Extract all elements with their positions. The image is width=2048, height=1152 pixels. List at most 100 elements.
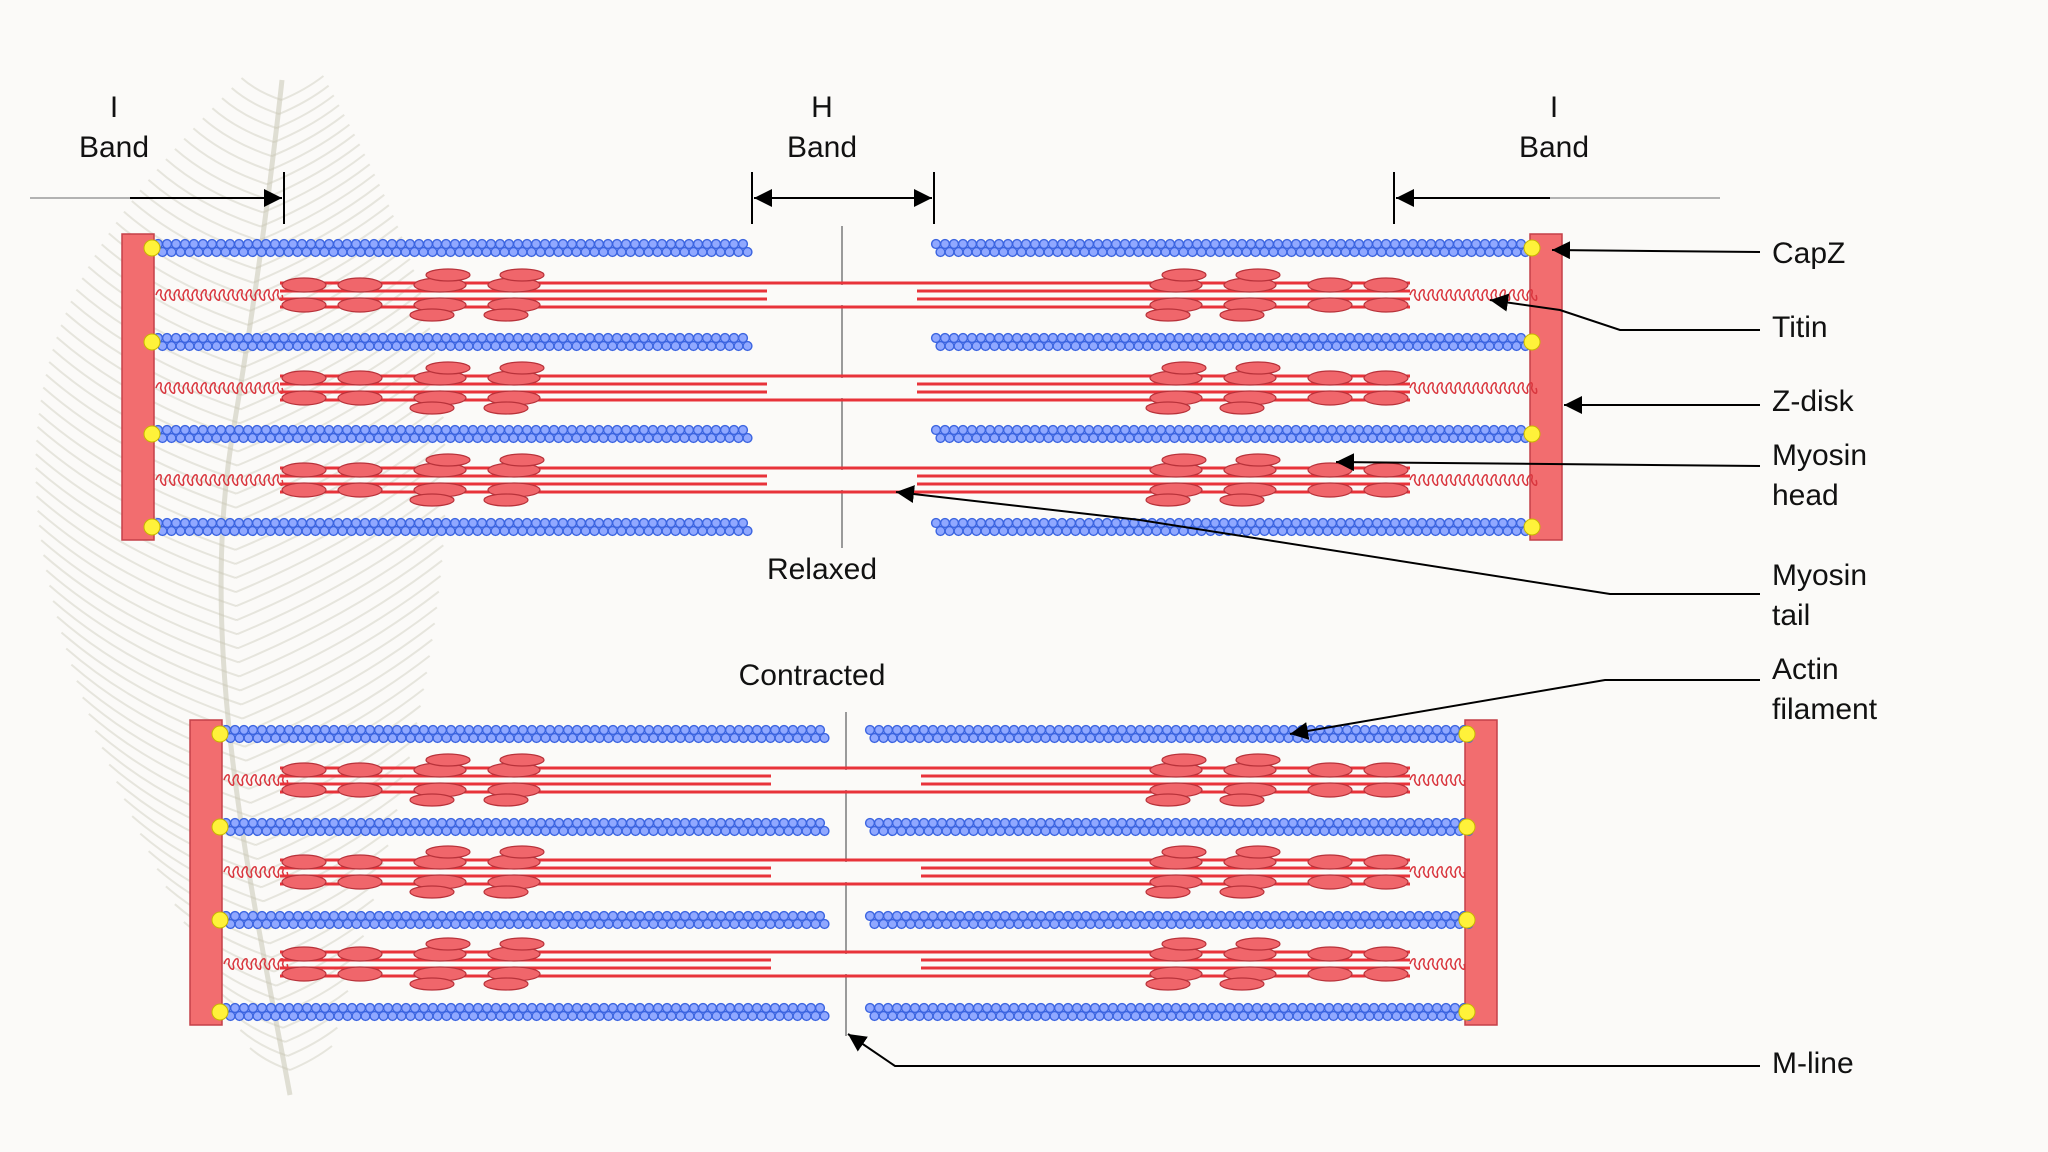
myosin-head <box>425 753 471 767</box>
m-line-leader <box>847 1033 1760 1067</box>
thick-filament <box>223 753 1466 807</box>
thick-filament <box>223 845 1466 899</box>
capz <box>211 1003 229 1021</box>
myosin-head <box>499 453 545 467</box>
titin <box>1409 958 1466 970</box>
titin <box>155 474 284 486</box>
actin-filament <box>864 910 1474 930</box>
actin-filament <box>152 332 753 352</box>
sarcomere-contracted <box>189 712 1498 1036</box>
myosin-head <box>1161 268 1207 282</box>
capz <box>1523 333 1541 351</box>
capz <box>1523 425 1541 443</box>
capz <box>1458 911 1476 929</box>
myosin-head <box>1307 854 1353 870</box>
myosin-head <box>499 937 545 951</box>
capz <box>143 333 161 351</box>
myosin-head <box>337 762 383 778</box>
titin <box>223 958 289 970</box>
myosin-head <box>1219 793 1265 807</box>
z-disk-label: Z-disk <box>1772 385 1854 418</box>
contracted-label: Contracted <box>738 659 886 692</box>
callout-lines <box>847 241 1761 1067</box>
myosin-head <box>1161 937 1207 951</box>
actin-filament <box>220 1002 830 1022</box>
myosin-head <box>281 482 327 498</box>
myosin-head <box>337 482 383 498</box>
actin-filament <box>864 1002 1474 1022</box>
myosin-head <box>1363 946 1409 962</box>
myosin-head <box>1145 308 1191 322</box>
myosin-head <box>281 946 327 962</box>
myosin-head <box>483 977 529 991</box>
thick-filament <box>155 453 1538 507</box>
myosin-head <box>1307 482 1353 498</box>
capz-leader <box>1551 241 1761 260</box>
titin <box>223 866 289 878</box>
actin-filament <box>930 517 1531 537</box>
capz <box>143 239 161 257</box>
actin-filament-leader <box>1289 679 1760 740</box>
actin-filament <box>220 910 830 930</box>
thick-filament <box>223 937 1466 991</box>
myosin-head <box>281 277 327 293</box>
capz <box>143 518 161 536</box>
myosin-head <box>1219 977 1265 991</box>
myosin-head <box>483 885 529 899</box>
myosin-head <box>409 793 455 807</box>
myosin-head <box>337 966 383 982</box>
myosin-head <box>1307 297 1353 313</box>
myosin-head <box>1363 297 1409 313</box>
myosin-head <box>1161 845 1207 859</box>
titin <box>223 774 289 786</box>
capz <box>211 911 229 929</box>
myosin-head <box>337 854 383 870</box>
myosin-head <box>1307 946 1353 962</box>
myosin-head <box>425 937 471 951</box>
myosin-head <box>281 390 327 406</box>
myosin-head <box>337 462 383 478</box>
titin <box>1409 474 1538 486</box>
myosin-head <box>281 854 327 870</box>
capz-label: CapZ <box>1772 237 1846 270</box>
m-line-label: M-line <box>1772 1047 1854 1080</box>
myosin-head <box>1219 308 1265 322</box>
actin-filament <box>152 517 753 537</box>
myosin-head <box>1363 782 1409 798</box>
myosin-head <box>499 845 545 859</box>
titin <box>155 289 284 301</box>
myosin-head <box>1161 753 1207 767</box>
myosin-head <box>1219 401 1265 415</box>
myosin-head <box>483 793 529 807</box>
myosin-head <box>1235 937 1281 951</box>
myosin-head <box>337 782 383 798</box>
myosin-head <box>499 268 545 282</box>
myosin-head <box>1145 493 1191 507</box>
z-disk-right <box>1464 719 1498 1026</box>
myosin-head <box>281 462 327 478</box>
myosin-head <box>409 401 455 415</box>
myosin-head <box>1307 966 1353 982</box>
thick-filament <box>155 361 1538 415</box>
myosin-head <box>337 946 383 962</box>
myosin-head <box>409 885 455 899</box>
myosin-head <box>1307 370 1353 386</box>
myosin-head <box>1219 493 1265 507</box>
z-disk-left <box>121 233 155 541</box>
capz <box>1523 239 1541 257</box>
myosin-head <box>337 297 383 313</box>
actin-filament <box>930 332 1531 352</box>
myosin-head <box>1235 361 1281 375</box>
titin <box>1409 866 1466 878</box>
myosin-tail-leader <box>895 485 1760 595</box>
myosin-head <box>1307 277 1353 293</box>
myosin-head <box>1235 268 1281 282</box>
myosin-head <box>1145 793 1191 807</box>
myosin-head <box>337 390 383 406</box>
myosin-head <box>281 297 327 313</box>
titin <box>1409 774 1466 786</box>
